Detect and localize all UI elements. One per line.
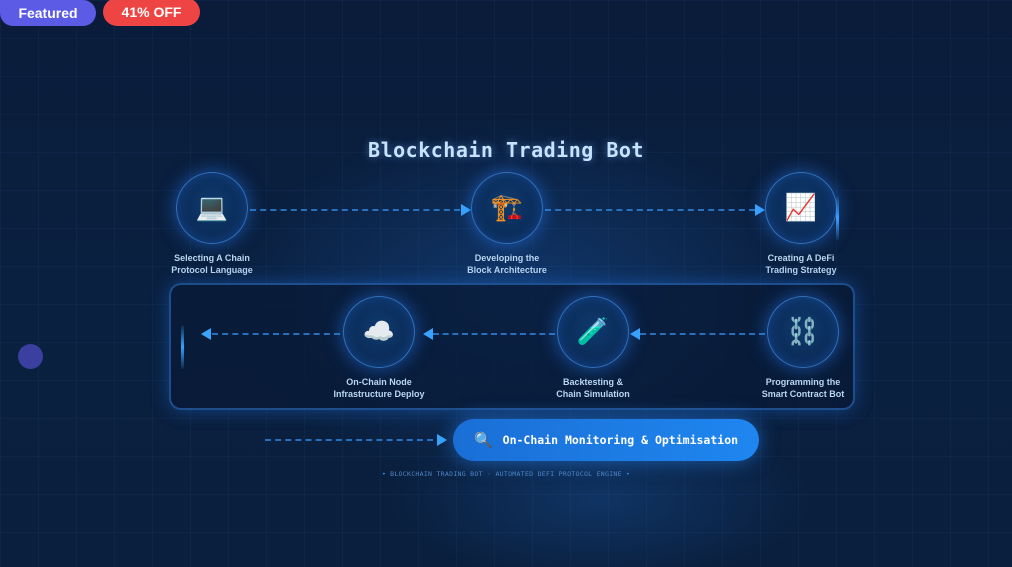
step-4-node: ⛓️ — [767, 296, 839, 368]
chain-links-icon: ⛓️ — [786, 317, 820, 347]
discount-badge: 41% OFF — [103, 0, 200, 26]
step-1-label: Selecting A Chain Protocol Language — [171, 253, 253, 275]
monitoring-optimisation-label: On-Chain Monitoring & Optimisation — [502, 433, 739, 447]
connector-5-6 — [433, 333, 555, 335]
turn-indicator — [181, 325, 184, 369]
step-2-label: Developing the Block Architecture — [467, 253, 547, 275]
featured-badge: Featured — [0, 0, 96, 26]
arrow-left-icon — [201, 328, 211, 340]
arrow-right-icon — [461, 204, 471, 216]
diagram-title: Blockchain Trading Bot — [368, 138, 644, 162]
footer-caption: •BLOCKCHAIN TRADING BOT · AUTOMATED DEFI… — [381, 470, 631, 478]
decorative-dot — [18, 344, 43, 369]
step-3-label: Creating A DeFi Trading Strategy — [765, 253, 837, 275]
laptop-icon: 💻 — [195, 193, 229, 223]
test-tube-icon: 🧪 — [576, 317, 610, 347]
construction-crane-icon: 🏗️ — [490, 193, 524, 223]
step-6-label: On-Chain Node Infrastructure Deploy — [333, 377, 425, 399]
monitoring-optimisation-button[interactable]: 🔍 On-Chain Monitoring & Optimisation — [453, 419, 759, 461]
bullet-icon: • — [625, 470, 631, 478]
step-5-node: 🧪 — [557, 296, 629, 368]
arrow-left-icon — [423, 328, 433, 340]
connector-to-final — [265, 439, 433, 441]
chart-increasing-icon: 📈 — [784, 193, 818, 223]
connector-6-out — [212, 333, 340, 335]
step-2-node: 🏗️ — [471, 172, 543, 244]
step-3-node: 📈 — [765, 172, 837, 244]
connector-2-3 — [545, 209, 755, 211]
bullet-icon: • — [381, 470, 387, 478]
step-1-node: 💻 — [176, 172, 248, 244]
magnifier-icon: 🔍 — [473, 431, 493, 449]
arrow-left-icon — [630, 328, 640, 340]
connector-1-2 — [250, 209, 460, 211]
arrow-right-icon — [437, 434, 447, 446]
reverse-flow-panel — [169, 283, 855, 410]
arrow-right-icon — [755, 204, 765, 216]
turn-indicator — [836, 196, 839, 240]
step-5-label: Backtesting & Chain Simulation — [556, 377, 630, 399]
step-6-node: ☁️ — [343, 296, 415, 368]
cloud-icon: ☁️ — [362, 317, 396, 347]
connector-4-5 — [640, 333, 765, 335]
step-4-label: Programming the Smart Contract Bot — [761, 377, 845, 399]
